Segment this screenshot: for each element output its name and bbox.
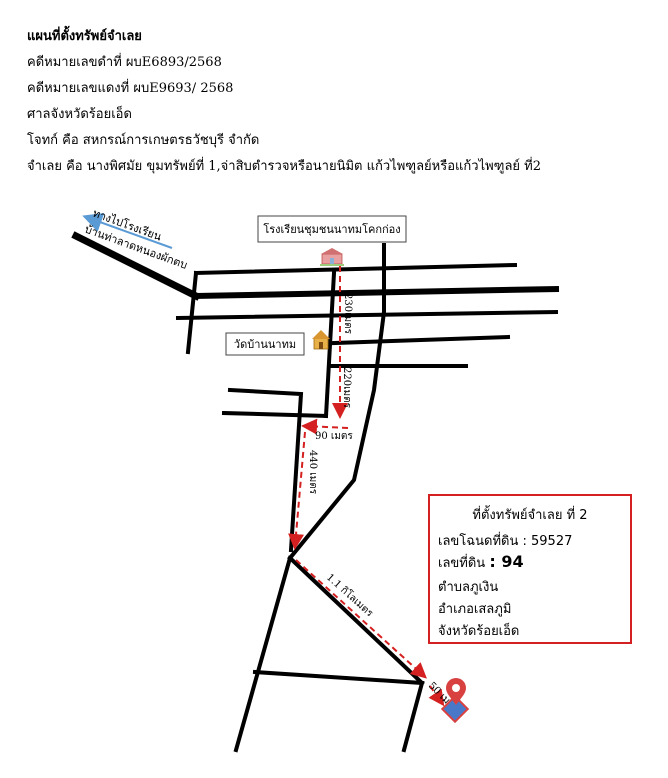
road-network	[71, 231, 560, 753]
temple-label: วัดบ้านนาทม	[234, 338, 296, 351]
subdistrict: ตำบลภูเงิน	[438, 580, 499, 595]
map-title: แผนที่ตั้งทรัพย์จำเลย	[27, 29, 142, 44]
distance-label-2: 220เมตร	[341, 367, 352, 409]
temple-icon	[312, 330, 330, 350]
road-vertical-east	[287, 243, 386, 561]
route-segment-3	[288, 431, 306, 550]
road-horizontal-4	[331, 334, 511, 346]
info-title: ที่ตั้งทรัพย์จำเลย ที่ 2	[472, 508, 588, 523]
temple-label-box	[225, 332, 305, 356]
road-vertical-center	[323, 270, 337, 419]
district: อำเภอเสลภูมิ	[438, 602, 512, 617]
province: จังหวัดร้อยเอ็ด	[438, 624, 520, 639]
road-horizontal-3	[175, 309, 559, 321]
school-label: โรงเรียนชุมชนนาทมโคกก่อง	[263, 222, 400, 236]
route-segment-2	[301, 418, 349, 435]
header: แผนที่ตั้งทรัพย์จำเลย คดีหมายเลขดำที่ ผบ…	[27, 24, 541, 180]
deed-value: 59527	[531, 534, 573, 549]
road-vertical-west	[185, 270, 199, 355]
school-label-box	[257, 215, 407, 243]
plaintiff: โจทก์ คือ สหกรณ์การเกษตรธวัชบุรี จำกัด	[27, 133, 260, 148]
road-south	[233, 555, 293, 753]
property-info-box: ที่ตั้งทรัพย์จำเลย ที่ 2 เลขโฉนดที่ดิน :…	[428, 494, 632, 644]
road-southeast	[287, 555, 425, 686]
road-horizontal-1	[193, 262, 518, 276]
defendant: จำเลย คือ นางพิศมัย ขุมทรัพย์ที่ 1,จ่าสิ…	[27, 159, 542, 174]
case-black-number: คดีหมายเลขดำที่ ผบE6893/2568	[27, 55, 222, 70]
distance-label-1: 230เมตร	[342, 293, 353, 335]
route	[288, 266, 445, 707]
land-label: เลขที่ดิน	[438, 556, 486, 571]
road-west-branch	[227, 387, 304, 553]
distance-label-3: 90 เมตร	[315, 431, 353, 442]
land-line: เลขที่ดิน : 94	[438, 552, 524, 573]
plot-marker	[440, 678, 470, 724]
road-horizontal-2	[192, 285, 560, 300]
distance-label-4: 440 เมตร	[307, 450, 318, 495]
road-plot-loop	[252, 669, 425, 753]
case-red-number: คดีหมายเลขแดงที่ ผบE9693/ 2568	[27, 81, 234, 96]
direction-arrow	[82, 213, 173, 249]
route-segment-4	[295, 559, 427, 679]
road-west-branch-link	[221, 410, 329, 419]
road-diagonal-northwest	[71, 231, 201, 301]
court-name: ศาลจังหวัดร้อยเอ็ด	[27, 107, 132, 122]
plot-icon	[440, 694, 470, 724]
land-value: : 94	[489, 552, 524, 571]
route-segment-5	[428, 685, 445, 707]
school-icon	[320, 248, 344, 266]
deed-line: เลขโฉนดที่ดิน : 59527	[438, 530, 572, 551]
deed-label: เลขโฉนดที่ดิน :	[438, 534, 527, 549]
